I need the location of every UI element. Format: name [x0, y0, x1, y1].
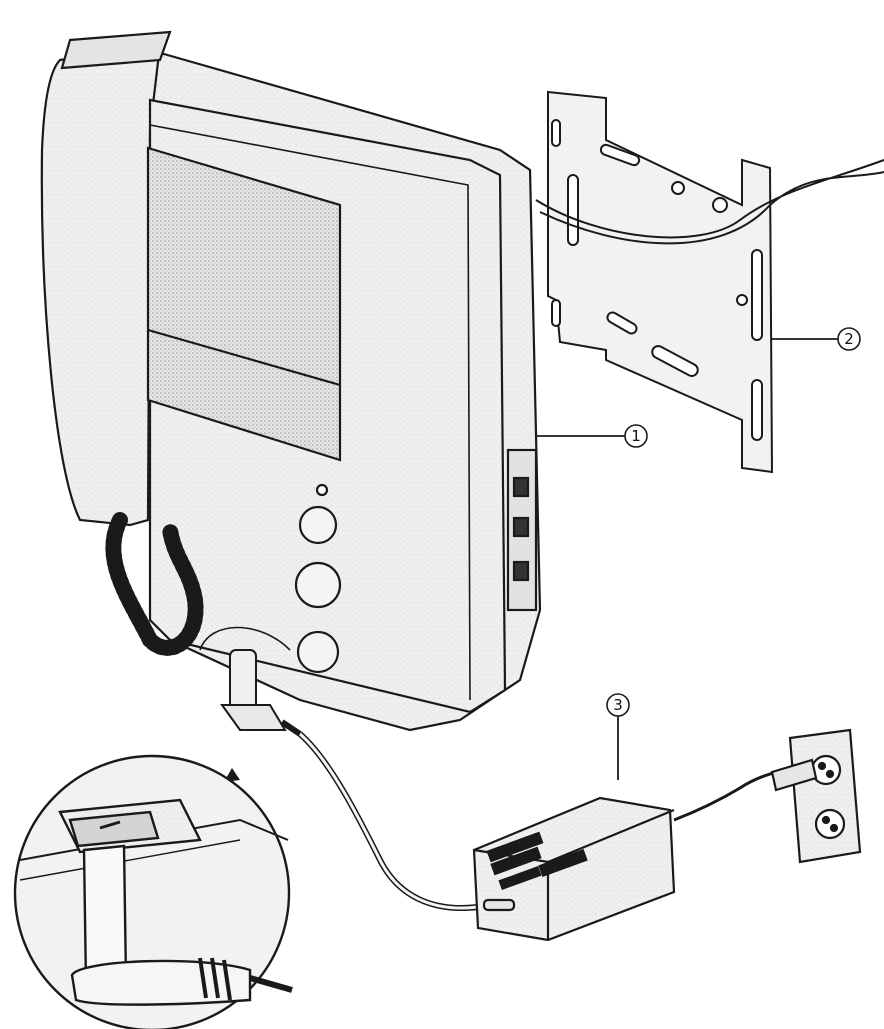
indicator-led-icon	[315, 483, 329, 497]
dc-plug	[220, 649, 302, 737]
button-middle-icon	[294, 561, 342, 609]
detail-view	[13, 754, 293, 1029]
coiled-cord	[105, 512, 204, 656]
callout-3: 3	[606, 693, 630, 780]
side-contacts	[506, 448, 538, 612]
button-top-icon	[298, 505, 338, 545]
screen	[146, 146, 342, 462]
button-bottom-icon	[296, 630, 340, 674]
power-adapter	[472, 796, 676, 942]
intercom-monitor	[40, 30, 542, 732]
callout-2-label: 2	[844, 330, 854, 348]
wall-bracket	[547, 90, 774, 474]
handset	[40, 43, 162, 527]
callout-3-label: 3	[613, 696, 623, 714]
callout-1: 1	[536, 424, 648, 448]
mains-plug	[770, 758, 818, 792]
callout-2: 2	[772, 327, 861, 351]
wall-socket	[770, 728, 862, 864]
callout-1-label: 1	[631, 427, 641, 445]
wall-wires	[535, 159, 884, 245]
